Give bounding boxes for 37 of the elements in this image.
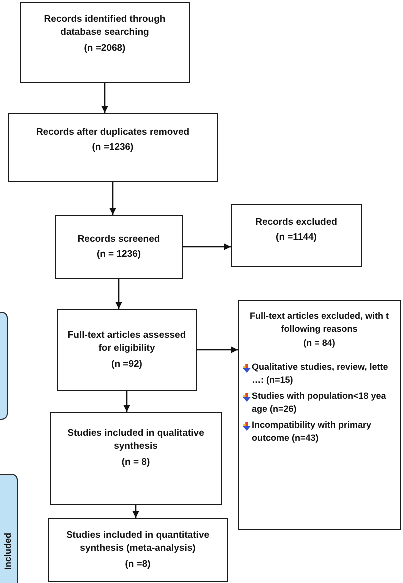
process-box: [238, 300, 401, 530]
box-title: Records excluded: [256, 216, 338, 230]
stage-band: [0, 312, 8, 420]
count-text: (n = 84): [304, 337, 336, 350]
stage-band: [0, 474, 18, 583]
reason-text: Incompatibility with primary outcome (n=43): [252, 418, 373, 446]
box-title: Studies included in quantitative synthesis (meta-analysis): [65, 529, 211, 556]
arrow: [124, 391, 130, 412]
box-title: Records identified through database searching: [43, 13, 167, 40]
process-box: [48, 518, 228, 582]
arrow: [197, 346, 238, 354]
box-title: Studies included in qualitative synthesis: [66, 427, 206, 454]
process-box: [8, 113, 218, 182]
arrow: [102, 83, 108, 113]
stage-label: Included: [4, 532, 13, 570]
process-box: [55, 215, 183, 279]
arrow: [183, 244, 231, 250]
count-text: (n = 8): [122, 456, 150, 469]
process-box: [50, 412, 222, 505]
arrow: [116, 279, 122, 309]
arrow: [132, 505, 140, 518]
count-text: (n =92): [112, 358, 142, 371]
reason-text: Studies with population<18 yea age (n=26): [252, 390, 388, 416]
process-box: [231, 204, 362, 267]
box-title: Full-text articles excluded, with t following reasons: [248, 310, 390, 336]
reason-text: Qualitative studies, review, lette …: (n=15): [252, 360, 390, 388]
box-title: Records screened: [78, 232, 160, 246]
count-text: (n = 1236): [96, 248, 142, 262]
count-text: (n =1144): [276, 231, 317, 245]
box-title: Full-text articles assessed for eligibility: [66, 329, 188, 356]
count-text: (n =2068): [84, 42, 126, 55]
count-text: (n =8): [125, 558, 151, 571]
process-box: [20, 2, 190, 83]
process-box: [57, 309, 197, 391]
arrow: [110, 182, 116, 215]
box-title: Records after duplicates removed: [36, 126, 190, 140]
count-text: (n =1236): [92, 141, 134, 155]
